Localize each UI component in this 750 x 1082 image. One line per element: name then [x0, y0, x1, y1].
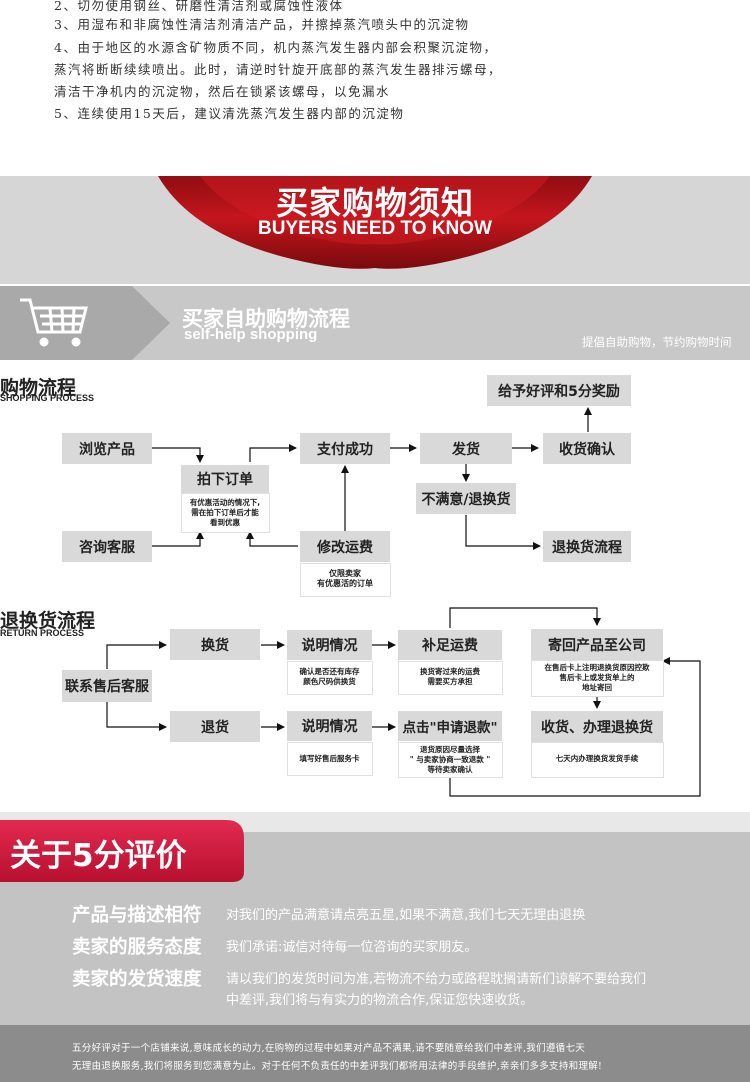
step-exchange: 换货 — [170, 629, 260, 660]
step-payment-success: 支付成功 — [300, 433, 390, 464]
rating-text-shipping-1: 请以我们的发货时间为准,若物流不给力或路程耽搁请新们谅解不要给我们 — [226, 972, 647, 987]
shopping-process-subtitle: SHOPPING PROCESS — [0, 393, 95, 403]
explain1-note: 确认是否还有库存 颜色尺码供换货 — [287, 667, 372, 687]
banner-subtitle: BUYERS NEED TO KNOW — [257, 218, 492, 239]
rating-label-service: 卖家的服务态度 — [72, 937, 202, 958]
step-apply-refund: 点击"申请退款" — [398, 711, 502, 741]
note-line: 退货原因尽量选择 — [420, 745, 480, 754]
send-back-note: 在售后卡上注明退换货原因控欺 售后卡上或发货单上的 地址寄回 — [531, 663, 663, 693]
step-return-process: 退换货流程 — [543, 531, 631, 562]
process-note: 七天内办理换货发货手续 — [555, 754, 639, 763]
modify-note-box — [300, 563, 391, 597]
return-process-title: 退换货流程 — [0, 610, 96, 632]
step-send-back: 寄回产品至公司 — [531, 629, 663, 660]
note-line: 蒸汽将断断续续喷出。此时，请逆时针旋开底部的蒸汽发生器排污螺母， — [54, 62, 503, 77]
explain2-note: 填写好售后服务卡 — [299, 754, 360, 763]
rating-label-product: 产品与描述相符 — [72, 905, 202, 926]
note-line: 颜色尺码供换货 — [303, 677, 356, 686]
selfhelp-slogan: 提倡自助购物，节约购物时间 — [582, 335, 732, 349]
step-ship: 发货 — [420, 433, 512, 464]
note-line: 需要买方承担 — [427, 677, 473, 686]
selfhelp-subtitle: self-help shopping — [184, 326, 318, 343]
fee-note-box — [398, 661, 503, 695]
rating-text-service: 我们承诺:诚信对待每一位咨询的买家朋友。 — [226, 940, 478, 955]
note-line: 地址寄回 — [582, 683, 612, 692]
step-explain-refund: 说明情况 — [287, 711, 372, 741]
rating-text-product: 对我们的产品满意请点亮五星,如果不满意,我们七天无理由退换 — [226, 908, 586, 923]
order-note: 有优惠活动的情况下, 需在拍下订单后才能 看到优惠 — [181, 498, 269, 528]
rating-title: 关于5分评价 — [10, 838, 187, 874]
footer-line: 无理由退换服务,我们将服务到您满意为止。对于任何不负责任的中差评我们都将用法律的… — [72, 1061, 603, 1072]
explain1-note-box — [287, 661, 373, 695]
note-line: 看到优惠 — [210, 518, 240, 527]
return-process-subtitle: RETURN PROCESS — [0, 628, 85, 638]
apply-note: 退货原因尽量选择 " 与卖家协商一致退款 " 等待卖家确认 — [398, 745, 502, 775]
note-line: 确认是否还有库存 — [299, 667, 360, 676]
fee-note: 换货寄过来的运费 需要买方承担 — [398, 667, 502, 687]
rating-footer — [0, 1025, 750, 1082]
shopping-cart-icon — [0, 286, 170, 360]
note-line: 5、连续使用15天后，建议清洗蒸汽发生器内部的沉淀物 — [54, 106, 405, 121]
step-give-review: 给予好评和5分奖励 — [487, 375, 631, 406]
order-note-box — [181, 493, 270, 533]
note-line: 售后卡上或发货单上的 — [559, 673, 635, 682]
note-line: 有优惠活动的情况下, — [189, 498, 261, 507]
step-refund: 退货 — [170, 711, 260, 742]
note-line: 换货寄过来的运费 — [420, 667, 480, 676]
apply-note-box — [398, 742, 503, 778]
note-line: 等待卖家确认 — [427, 765, 473, 774]
step-browse-products: 浏览产品 — [62, 433, 152, 464]
note-line: 3、用湿布和非腐蚀性清洁剂清洁产品，并擦掉蒸汽喷头中的沉淀物 — [54, 17, 470, 32]
rating-text-shipping-2: 中差评,我们将与有实力的物流合作,保证您快速收货。 — [226, 993, 534, 1008]
modify-note: 仅限卖家 有优惠活的订单 — [300, 569, 390, 589]
footer-line: 五分好评对于一个店铺来说,意味成长的动力,在购物的过程中如果对产品不满果,请不要… — [72, 1043, 586, 1054]
rating-label-shipping: 卖家的发货速度 — [72, 969, 202, 990]
send-back-note-box — [531, 660, 664, 697]
process-note-box — [531, 742, 664, 778]
note-line: 2、切勿使用钢丝、研磨性清洁剂或腐蚀性液体 — [54, 0, 344, 13]
step-process-return: 收货、办理退换货 — [531, 711, 663, 742]
step-contact-after-sales: 联系售后客服 — [62, 670, 152, 702]
note-line: 有优惠活的订单 — [317, 579, 373, 588]
rating-title-tag-icon — [0, 820, 244, 882]
step-pay-shipping: 补足运费 — [398, 630, 502, 660]
note-line: 清洁干净机内的沉淀物，然后在锁紧该螺母，以免漏水 — [54, 84, 391, 99]
explain2-note-box — [287, 742, 373, 776]
step-place-order: 拍下订单 — [181, 465, 269, 493]
step-unsatisfied-return: 不满意/退换货 — [416, 483, 516, 514]
step-modify-shipping: 修改运费 — [300, 531, 390, 562]
banner-ribbon-icon — [158, 176, 592, 269]
selfhelp-title: 买家自助购物流程 — [182, 307, 350, 331]
note-line: 4、由于地区的水源含矿物质不同，机内蒸汽发生器内部会积聚沉淀物， — [54, 40, 498, 55]
step-consult-service: 咨询客服 — [62, 531, 152, 562]
note-line: 仅限卖家 — [329, 569, 361, 578]
step-receive-confirm: 收货确认 — [543, 433, 631, 464]
banner-title: 买家购物须知 — [275, 184, 474, 222]
step-explain-exchange: 说明情况 — [287, 630, 372, 660]
note-line: 需在拍下订单后才能 — [191, 508, 259, 517]
buyers-banner — [0, 176, 750, 284]
shopping-process-title: 购物流程 — [0, 377, 77, 399]
note-line: 在售后卡上注明退换货原因控欺 — [544, 663, 650, 672]
note-line: " 与卖家协商一致退款 " — [409, 755, 491, 764]
